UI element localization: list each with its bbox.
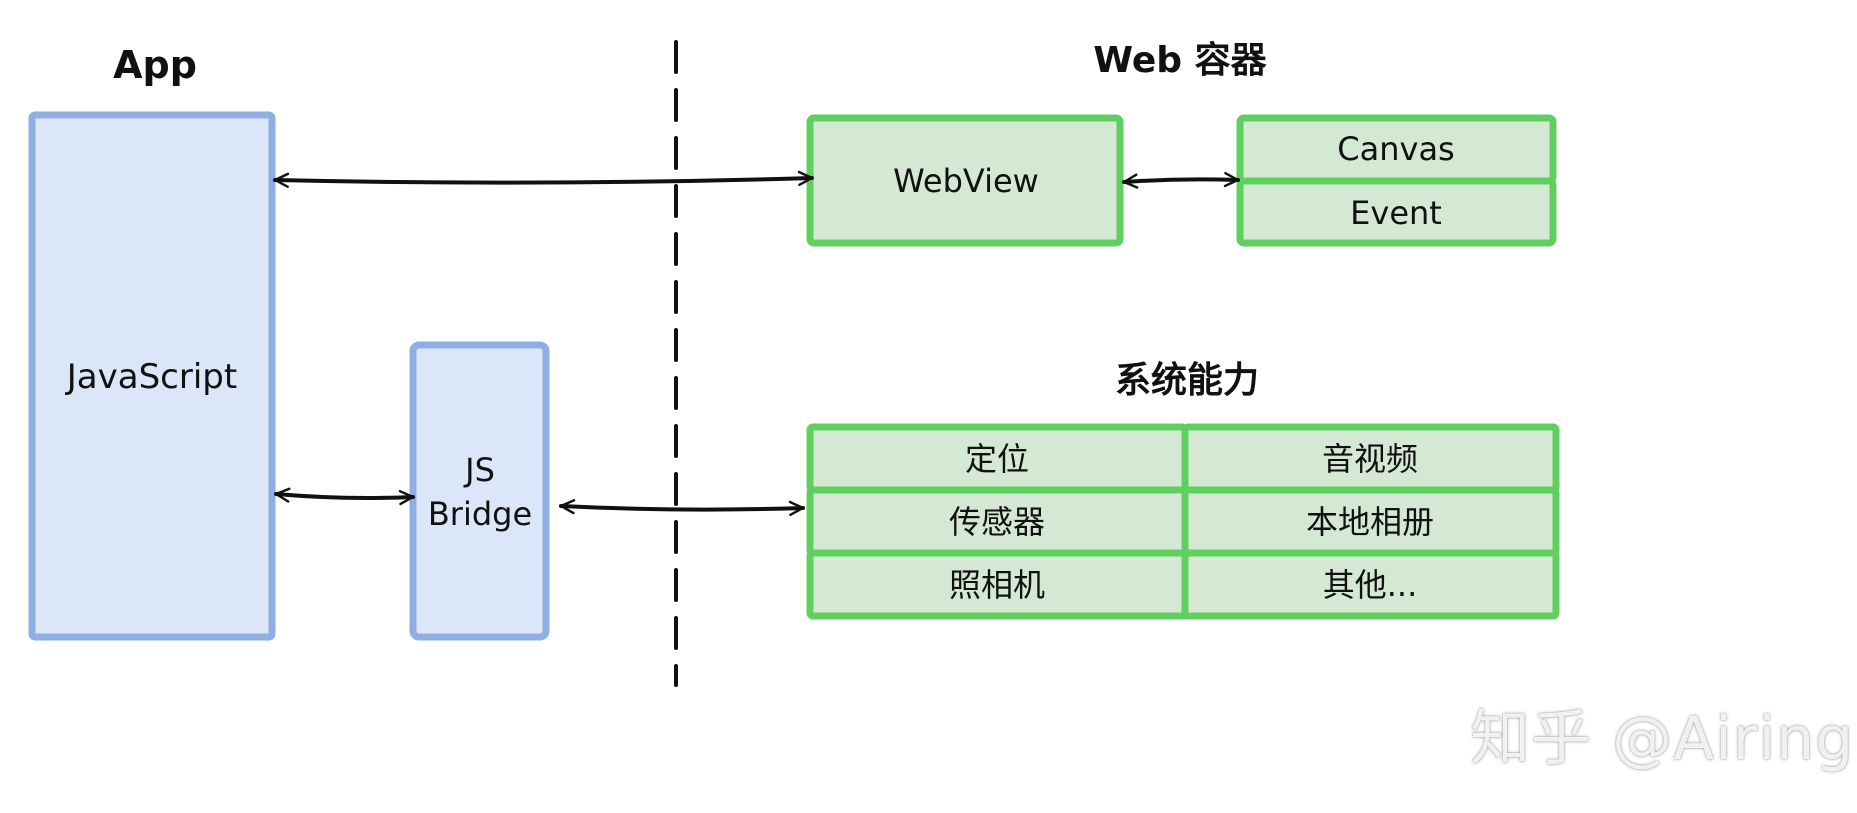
ability-label-sensor: 传感器 xyxy=(949,503,1045,541)
watermark-text: 知乎 @Airing xyxy=(1470,704,1855,774)
javascript-box xyxy=(28,111,276,641)
js-bridge-label-line1: JS xyxy=(463,451,495,489)
abilities-grid: 定位 音视频 传感器 本地相册 照相机 其他... xyxy=(806,423,1560,620)
system-abilities-heading: 系统能力 xyxy=(1115,360,1259,401)
arrow-jsbridge-abilities xyxy=(559,499,805,517)
ability-label-other: 其他... xyxy=(1323,566,1418,604)
javascript-label: JavaScript xyxy=(65,357,237,397)
app-heading: App xyxy=(113,43,197,87)
js-bridge-label-line2: Bridge xyxy=(428,495,532,533)
canvas-label: Canvas xyxy=(1337,130,1454,168)
web-container-heading: Web 容器 xyxy=(1093,40,1267,81)
webview-label: WebView xyxy=(893,162,1039,200)
ability-label-local-album: 本地相册 xyxy=(1306,503,1434,541)
ability-label-audio-video: 音视频 xyxy=(1322,440,1418,478)
event-box xyxy=(1236,177,1557,247)
ability-label-camera: 照相机 xyxy=(949,566,1045,604)
ability-label-location: 定位 xyxy=(965,440,1029,478)
ability-cell-other xyxy=(1181,549,1560,620)
event-label: Event xyxy=(1350,194,1442,232)
js-bridge-box xyxy=(409,341,550,641)
arrow-javascript-jsbridge xyxy=(274,487,415,506)
arrow-javascript-webview xyxy=(273,170,814,188)
arrow-webview-canvas-event xyxy=(1122,171,1240,189)
